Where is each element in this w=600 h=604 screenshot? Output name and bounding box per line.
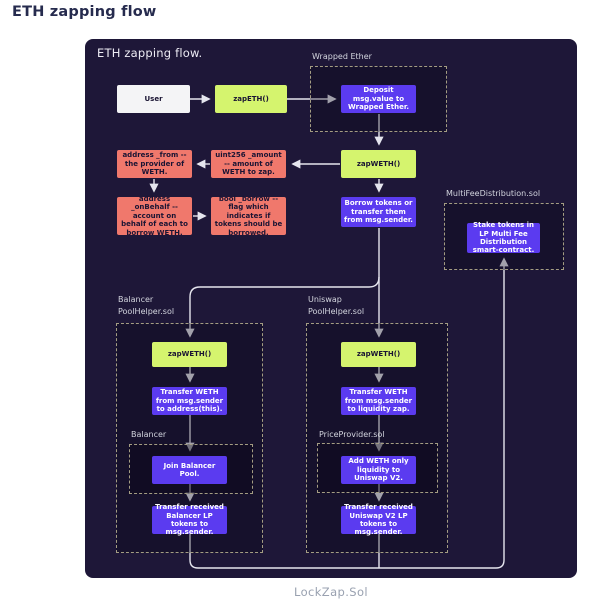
node-param-bool-borrow: bool _borrow -- flag which indicates if … — [211, 195, 286, 237]
node-user: User — [117, 85, 190, 113]
node-param-address-from: address _from -- the provider of WETH. — [117, 150, 192, 178]
node-add-weth-liquidity: Add WETH only liquidity to Uniswap V2. — [341, 456, 416, 484]
node-param-address-onbehalf: address _onBehalf -- account on behalf o… — [117, 195, 192, 237]
diagram-title: ETH zapping flow. — [97, 46, 203, 60]
page-title: ETH zapping flow — [12, 4, 157, 20]
node-zapweth-uniswap: zapWETH() — [341, 342, 416, 367]
container-label-uniswap: Uniswap — [308, 295, 342, 304]
container-label-balancer-inner: Balancer — [131, 430, 167, 439]
node-transfer-received-balancer: Transfer received Balancer LP tokens to … — [152, 503, 227, 536]
footer-caption: LockZap.Sol — [293, 585, 369, 599]
node-zapweth-main: zapWETH() — [341, 150, 416, 178]
node-transfer-weth-uniswap: Transfer WETH from msg.sender to liquidi… — [341, 387, 416, 415]
diagram-panel: ETH zapping flow. — [85, 39, 577, 578]
node-deposit-wrapped-ether: Deposit msg.value to Wrapped Ether. — [341, 85, 416, 113]
container-label-wrapped-ether: Wrapped Ether — [312, 52, 372, 61]
container-label-uniswap-poolhelper: PoolHelper.sol — [308, 307, 365, 316]
node-borrow-tokens: Borrow tokens or transfer them from msg.… — [341, 197, 416, 227]
container-label-balancer: Balancer — [118, 295, 154, 304]
node-param-uint256-amount: uint256 _amount -- amount of WETH to zap… — [211, 150, 286, 178]
container-label-balancer-poolhelper: PoolHelper.sol — [118, 307, 175, 316]
container-label-price-provider: PriceProvider.sol — [319, 430, 385, 439]
node-zapweth-balancer: zapWETH() — [152, 342, 227, 367]
node-transfer-weth-balancer: Transfer WETH from msg.sender to address… — [152, 387, 227, 415]
node-stake-tokens: Stake tokens in LP Multi Fee Distributio… — [467, 221, 540, 254]
node-transfer-received-uniswap: Transfer received Uniswap V2 LP tokens t… — [341, 503, 416, 536]
node-join-balancer-pool: Join Balancer Pool. — [152, 456, 227, 484]
node-zapeth: zapETH() — [215, 85, 287, 113]
container-label-multi-fee: MultiFeeDistribution.sol — [446, 189, 541, 198]
